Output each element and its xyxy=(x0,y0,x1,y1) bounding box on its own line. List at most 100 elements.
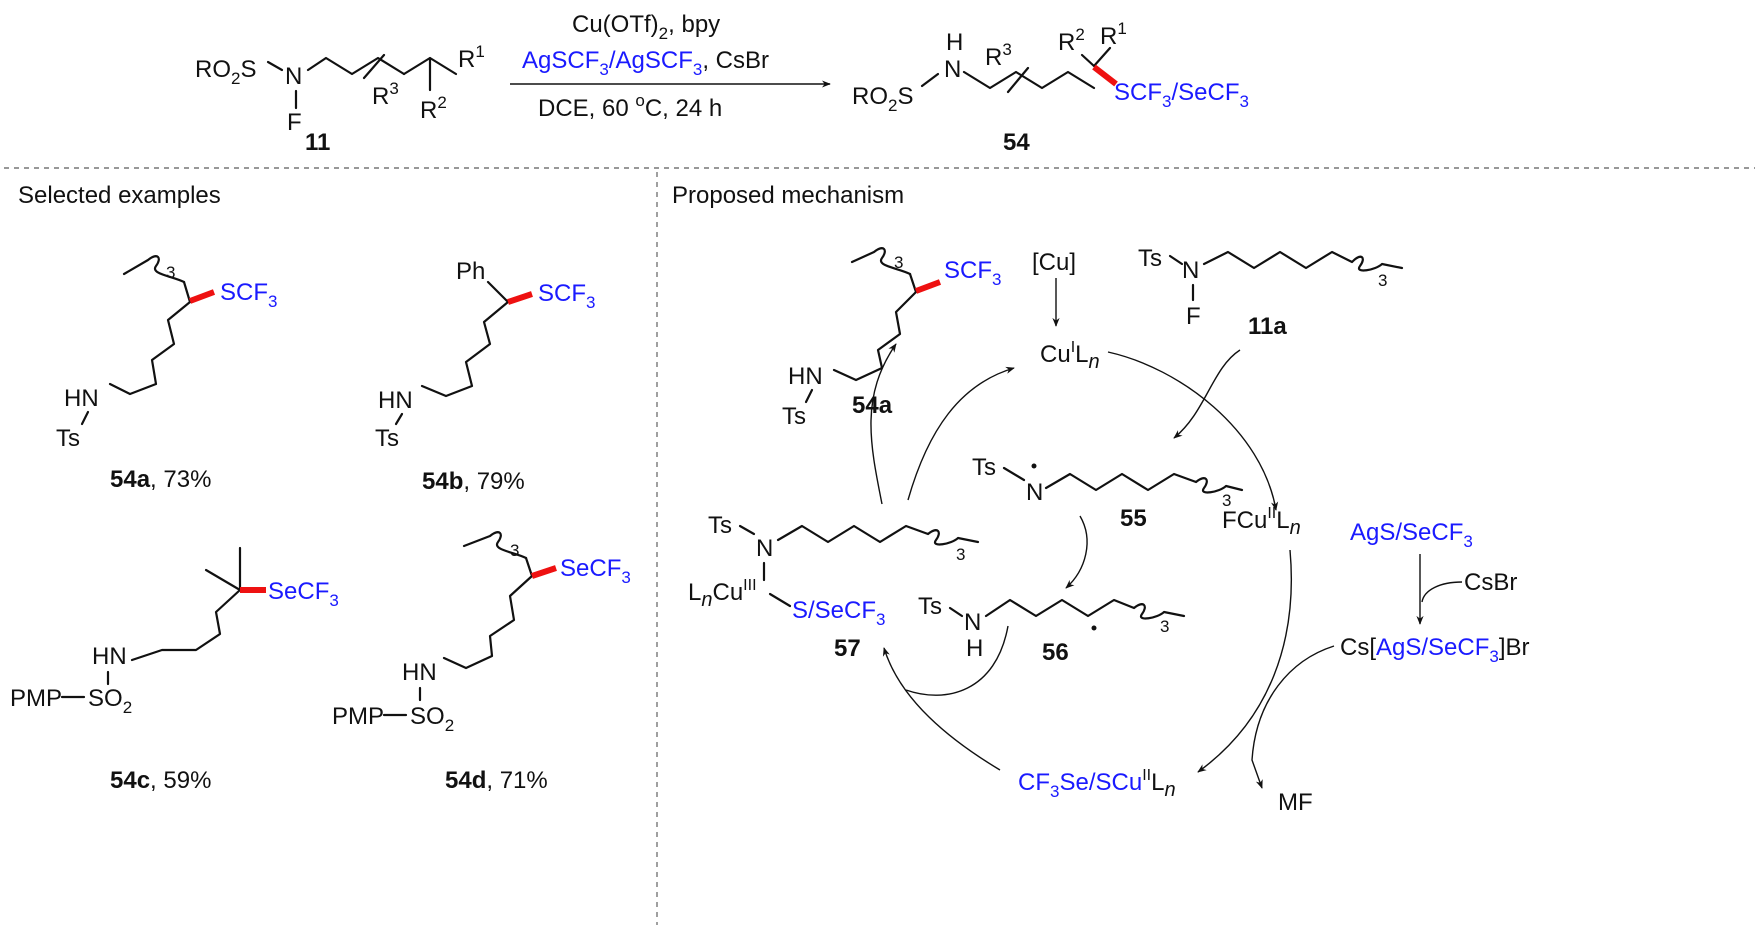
radical-dot xyxy=(1031,463,1037,469)
fcuII-complex: FCuIILn xyxy=(1222,505,1301,539)
alkyl-chain xyxy=(850,247,912,276)
alkyl-chain xyxy=(462,531,528,560)
wavy-break xyxy=(1006,66,1030,94)
n-label: N xyxy=(1026,479,1043,506)
conditions-line1: Cu(OTf)2, bpy xyxy=(572,11,720,43)
so2-label: SO2 xyxy=(410,703,454,735)
ts-label: Ts xyxy=(708,512,732,539)
alkyl-chain xyxy=(1044,472,1244,494)
section-title-examples: Selected examples xyxy=(18,182,221,209)
bond xyxy=(920,72,940,88)
bond xyxy=(80,410,90,426)
substrate-label: 11 xyxy=(305,129,330,156)
backbone xyxy=(108,280,192,396)
example-caption: 54b, 79% xyxy=(422,468,525,495)
substrate-chain xyxy=(306,56,406,76)
group-label: SCF3 xyxy=(944,257,1001,289)
bond xyxy=(804,388,814,404)
product-ro2s: RO2S xyxy=(852,83,913,115)
substrate-ro2s: RO2S xyxy=(195,56,256,88)
example-caption: 54a, 73% xyxy=(110,466,211,493)
subscript: 3 xyxy=(956,545,965,564)
substrate-r2: R2 xyxy=(420,93,447,124)
group-label: SCF3 xyxy=(220,279,277,311)
hn-label: HN xyxy=(64,385,99,412)
bond xyxy=(266,60,284,72)
wavy-break xyxy=(362,53,386,80)
product-n: N xyxy=(944,56,961,83)
arrow-fcuII-to-cf3cu xyxy=(1197,549,1293,773)
compound-label: 57 xyxy=(834,635,861,662)
alkyl-chain xyxy=(776,524,980,546)
compound-label: 55 xyxy=(1120,505,1147,532)
bond xyxy=(1002,466,1026,482)
hn-label: HN xyxy=(92,643,127,670)
hn-label: HN xyxy=(378,387,413,414)
new-bond-red xyxy=(914,279,942,294)
conditions-line3: DCE, 60 oC, 24 h xyxy=(538,91,722,122)
so2-label: SO2 xyxy=(88,685,132,717)
example-54b: Ph SCF3 HN Ts 54b, 79% xyxy=(375,258,595,495)
new-bond-red xyxy=(531,565,557,579)
arrow-cf3cu-to-57 xyxy=(882,647,1001,771)
pmp-label: PMP xyxy=(332,703,384,730)
substrate-r3: R3 xyxy=(372,79,399,110)
pmp-label: PMP xyxy=(10,685,62,712)
n-label: N xyxy=(1182,257,1199,284)
alkyl-chain xyxy=(122,255,186,284)
reaction-conditions: Cu(OTf)2, bpy AgSCF3/AgSCF3, CsBr DCE, 6… xyxy=(510,11,831,122)
new-bond-red xyxy=(188,289,216,304)
n-label: N xyxy=(756,535,773,562)
mech-product-54a: 3 SCF3 HN Ts 54a xyxy=(782,247,1001,430)
alkyl-chain xyxy=(984,598,1186,620)
subscript: 3 xyxy=(1222,491,1231,510)
subscript: 3 xyxy=(1160,617,1169,636)
arrow-56-joining xyxy=(905,625,1009,696)
product-r3: R3 xyxy=(985,40,1012,71)
bond xyxy=(948,606,964,618)
arrow-57-to-cuI xyxy=(907,366,1015,501)
arrow-57-to-54a xyxy=(870,343,897,505)
h-label: H xyxy=(966,635,983,662)
bond-cu-s xyxy=(768,592,792,608)
group-label: SeCF3 xyxy=(560,555,631,587)
ts-label: Ts xyxy=(375,425,399,452)
example-caption: 54c, 59% xyxy=(110,767,211,794)
arrow-11a-to-55 xyxy=(1173,349,1241,439)
group-label: SCF3 xyxy=(538,280,595,312)
product-r1: R1 xyxy=(1100,19,1127,50)
substrate-fluorine: F xyxy=(287,109,302,136)
substrate-11: RO2S N F R3 R1 R2 11 xyxy=(195,42,485,156)
ph-label: Ph xyxy=(456,258,485,285)
bond xyxy=(1168,254,1184,266)
ts-label: Ts xyxy=(972,454,996,481)
mechanism-arrows xyxy=(870,343,1335,789)
section-title-mechanism: Proposed mechanism xyxy=(672,182,904,209)
example-54c: SeCF3 HN PMP SO2 54c, 59% xyxy=(10,546,339,794)
mech-radical-56: Ts N H 3 56 xyxy=(918,593,1186,666)
conditions-line2: AgSCF3/AgSCF3, CsBr xyxy=(522,47,769,79)
product-54: RO2S H N R3 R2 R1 SCF3/SeCF3 54 xyxy=(852,19,1249,156)
backbone xyxy=(442,556,534,670)
subscript: 3 xyxy=(510,541,519,560)
backbone xyxy=(130,588,242,662)
subscript: 3 xyxy=(166,263,175,282)
ts-label: Ts xyxy=(782,403,806,430)
bond xyxy=(394,412,404,426)
compound-label: 56 xyxy=(1042,639,1069,666)
new-bond-red xyxy=(1092,64,1118,87)
mech-complex-57: Ts N 3 LnCuIII S/SeCF3 57 xyxy=(688,512,980,662)
new-bond-red xyxy=(507,291,533,305)
substrate-nitrogen: N xyxy=(285,63,302,90)
ts-label: Ts xyxy=(918,593,942,620)
product-label: 54 xyxy=(1003,129,1030,156)
cuI-complex: CuILn xyxy=(1040,339,1100,373)
backbone xyxy=(420,280,510,398)
ts-label: Ts xyxy=(56,425,80,452)
cuIII-label: LnCuIII xyxy=(688,577,757,611)
cu-source: [Cu] xyxy=(1032,249,1076,276)
mech-substrate-11a: Ts N F 3 11a xyxy=(1138,245,1404,340)
hn-label: HN xyxy=(402,659,437,686)
ts-label: Ts xyxy=(1138,245,1162,272)
